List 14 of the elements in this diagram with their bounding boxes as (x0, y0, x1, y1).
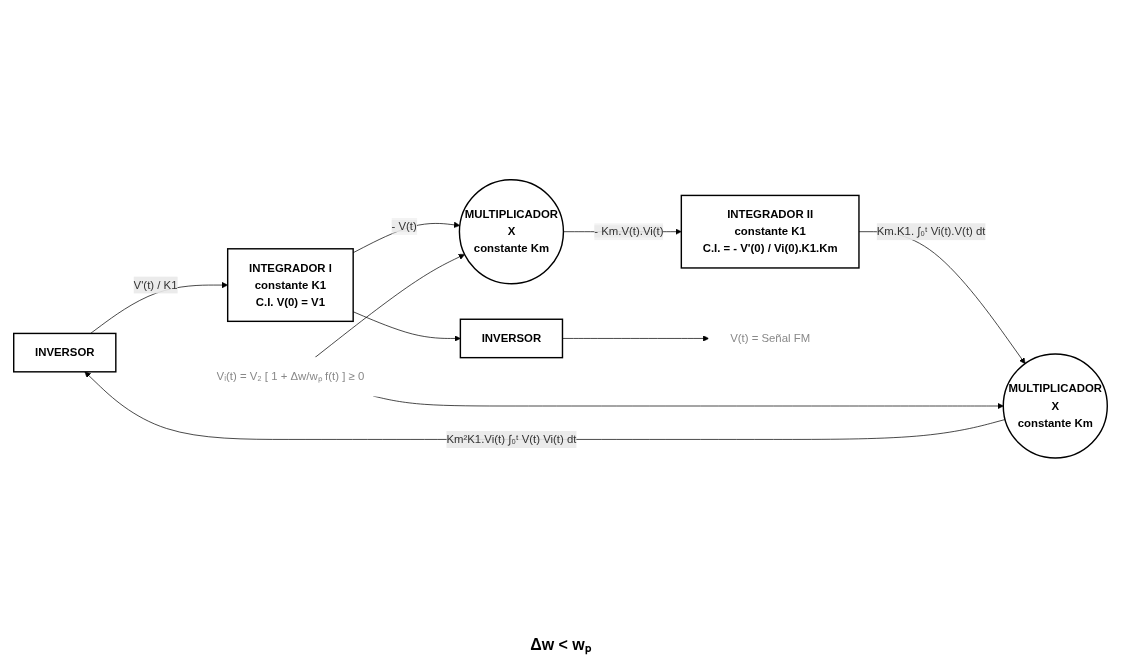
edge-label: Km.K1. ∫₀ᵗ Vi(t).V(t) dt (876, 224, 986, 238)
node-box: INVERSOR (459, 318, 564, 358)
node-circle: MULTIPLICADOR X constante Km (1002, 352, 1108, 459)
condition-note: Δw < wₚ (530, 635, 591, 655)
node-box: INTEGRADOR I constante K1 C.I. V(0) = V1 (226, 247, 354, 322)
node-circle: MULTIPLICADOR X constante Km (458, 178, 565, 285)
node-text: Vᵢ(t) = V₂ [ 1 + Δw/wₚ f(t) ] ≥ 0 (216, 370, 365, 383)
node-box: INTEGRADOR II constante K1 C.I. = - V'(0) / Vi(0).K1.Km (680, 194, 860, 269)
node-text: V(t) = Señal FM (730, 331, 811, 344)
node-box: INVERSOR (13, 332, 117, 373)
edge-label: - V(t) (391, 219, 417, 232)
edge-label: V'(t) / K1 (133, 278, 178, 291)
edge-label: Km²K1.Vi(t) ∫₀ᵗ V(t) Vi(t) dt (446, 432, 577, 445)
edge-label: - Km.V(t).Vi(t) (594, 224, 664, 238)
